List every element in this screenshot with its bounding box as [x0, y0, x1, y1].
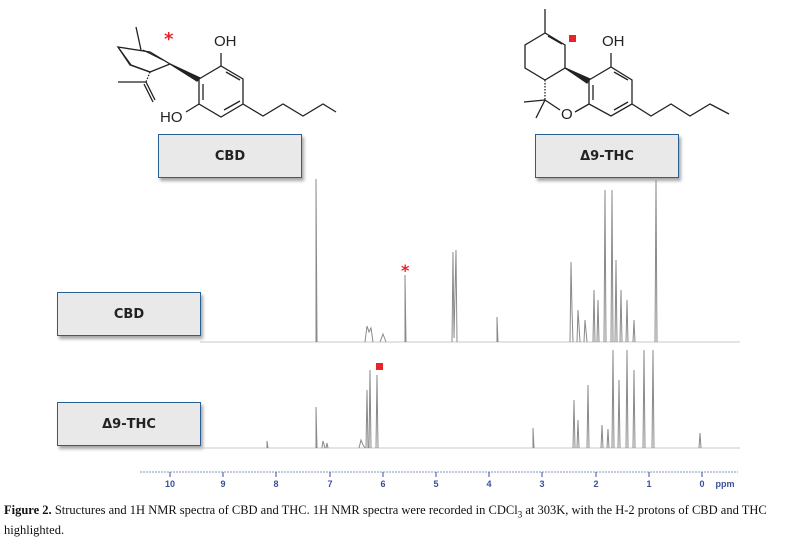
thc-structure	[523, 9, 730, 119]
cbd-h2-asterisk: *	[401, 261, 410, 280]
thc-structure-label: Δ9-THC	[535, 134, 679, 178]
caption-suffix: at 303K, with the H-2 protons of CBD and…	[4, 503, 767, 537]
cbd-oh-bottom-label: HO	[160, 109, 183, 126]
thc-ring-oxygen-label: O	[561, 106, 573, 123]
tick-label-6: 6	[380, 479, 385, 489]
thc-spectrum-label-text: Δ9-THC	[102, 416, 156, 432]
thc-spectrum-label: Δ9-THC	[57, 402, 201, 446]
tick-label-7: 7	[327, 479, 332, 489]
cbd-spectrum-label-text: CBD	[113, 306, 145, 322]
tick-label-2: 2	[593, 479, 598, 489]
tick-label-3: 3	[539, 479, 544, 489]
cbd-structure-label-text: CBD	[214, 148, 246, 164]
cbd-structure-label: CBD	[158, 134, 302, 178]
tick-label-8: 8	[273, 479, 278, 489]
thc-oh-top-label: OH	[602, 33, 625, 50]
cbd-oh-top-label: OH	[214, 33, 237, 50]
figure-caption: Figure 2. Structures and 1H NMR spectra …	[4, 503, 788, 538]
tick-label-1: 1	[646, 479, 651, 489]
tick-label-4: 4	[486, 479, 491, 489]
cbd-asterisk-marker: *	[164, 29, 174, 50]
tick-label-5: 5	[433, 479, 438, 489]
thc-square-marker	[569, 35, 576, 42]
caption-subscript: 3	[517, 509, 523, 520]
thc-h2-square-marker	[376, 363, 383, 370]
thc-structure-label-text: Δ9-THC	[580, 148, 634, 164]
caption-prefix: Figure 2.	[4, 503, 52, 517]
cbd-spectrum-label: CBD	[57, 292, 201, 336]
cbd-spectrum-trace	[315, 178, 658, 343]
axis-unit-label: ppm	[716, 479, 735, 489]
caption-text: Structures and 1H NMR spectra of CBD and…	[51, 503, 518, 517]
cbd-structure	[116, 26, 337, 118]
ppm-axis: 10 9 8 7 6 5 4 3 2 1 0 ppm	[140, 471, 738, 489]
thc-spectrum-trace	[266, 349, 702, 449]
tick-label-0: 0	[699, 479, 704, 489]
tick-label-10: 10	[165, 479, 175, 489]
tick-label-9: 9	[220, 479, 225, 489]
